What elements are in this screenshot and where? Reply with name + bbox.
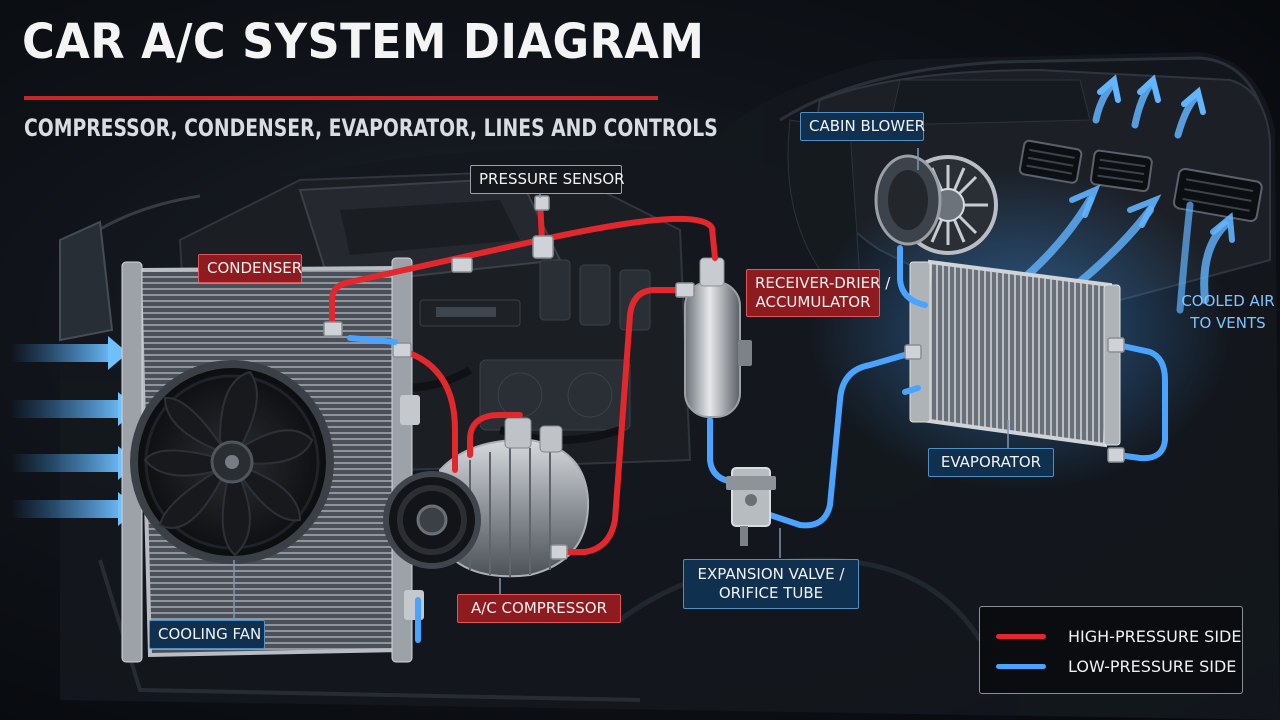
legend-high-pressure: HIGH-PRESSURE SIDE (996, 626, 1241, 646)
high-pressure-swatch (996, 633, 1046, 639)
ac-compressor (383, 417, 590, 578)
label-evaporator: EVAPORATOR (928, 448, 1054, 477)
label-ac-compressor: A/C COMPRESSOR (457, 594, 621, 623)
page-subtitle: COMPRESSOR, CONDENSER, EVAPORATOR, LINES… (24, 114, 718, 142)
label-cooling-fan: COOLING FAN (149, 620, 265, 649)
label-expansion-valve: EXPANSION VALVE / ORIFICE TUBE (683, 559, 859, 609)
evaporator-core (909, 259, 1121, 448)
legend-low-pressure: LOW-PRESSURE SIDE (996, 656, 1236, 676)
label-pressure-sensor: PRESSURE SENSOR (470, 165, 625, 194)
receiver-drier (684, 257, 752, 418)
label-receiver-drier: RECEIVER-DRIER / ACCUMULATOR (746, 269, 890, 317)
label-condenser: CONDENSER (198, 254, 302, 283)
expansion-valve (726, 467, 776, 546)
page-title: CAR A/C SYSTEM DIAGRAM (22, 14, 705, 70)
low-pressure-lines (347, 245, 1168, 643)
label-cooled-air: COOLED AIR TO VENTS (1181, 292, 1275, 332)
cooling-fan (130, 360, 334, 564)
low-pressure-swatch (996, 663, 1046, 669)
cabin-blower (874, 154, 998, 255)
legend: HIGH-PRESSURE SIDE LOW-PRESSURE SIDE (979, 606, 1243, 694)
high-pressure-lines (323, 195, 718, 560)
cooled-airflow-arrows (1006, 74, 1235, 314)
leader-lines (233, 148, 1009, 620)
title-underline (24, 96, 658, 100)
label-cabin-blower: CABIN BLOWER (800, 112, 925, 141)
